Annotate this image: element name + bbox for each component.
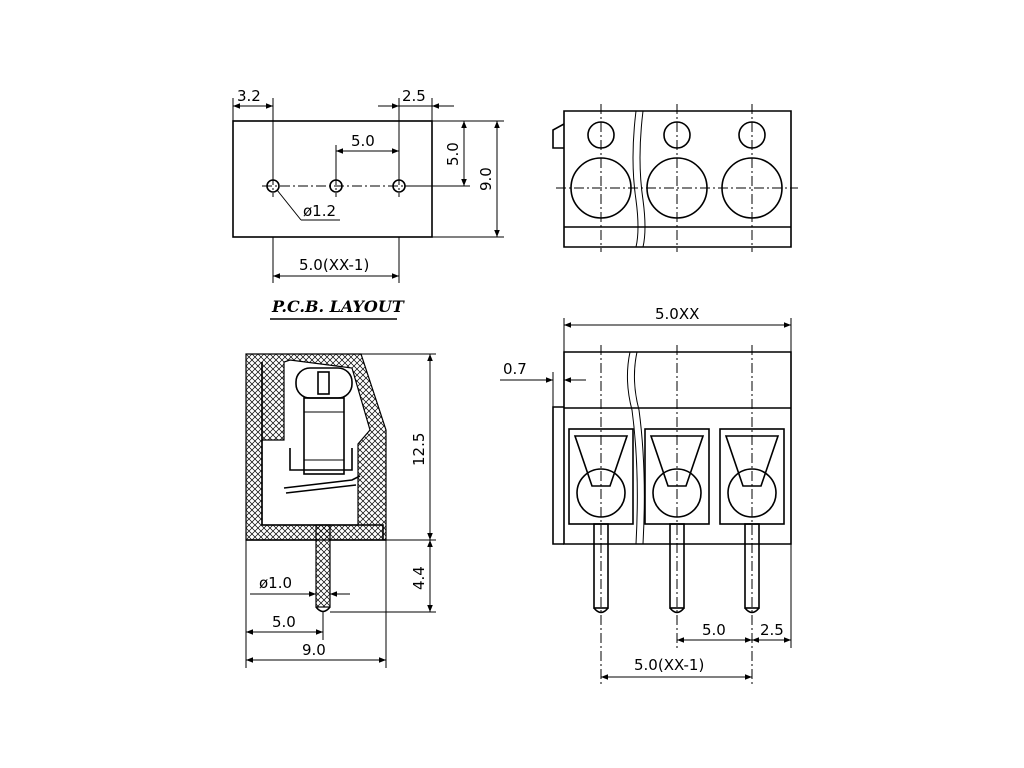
pcb-dim-pitch: 5.0 [351,132,375,150]
side-pin [315,524,331,608]
pcb-dim-hole-dia: ø1.2 [303,202,336,220]
front-view: 5.0XX 0.7 5.0 2.5 5.0(XX-1) [500,305,792,684]
top-view [552,104,798,252]
front-dim-span: 5.0(XX-1) [634,656,704,674]
pcb-outline [232,120,433,238]
pcb-dim-span: 5.0(XX-1) [299,256,369,274]
pcb-dim-edge: 3.2 [237,87,261,105]
side-dim-pin-offset: 5.0 [272,613,296,631]
front-dim-total: 5.0XX [655,305,699,323]
front-dim-pitch: 5.0 [702,621,726,639]
side-screw-body [303,397,345,475]
side-dim-depth: 9.0 [302,641,326,659]
side-view: 12.5 4.4 ø1.0 5.0 9.0 [245,353,436,668]
pcb-layout-view: 3.2 2.5 5.0 5.0 9.0 ø1.2 5.0(XX-1) P.C.B… [232,87,504,320]
front-dim-edge: 2.5 [760,621,784,639]
front-dim-step: 0.7 [503,360,527,378]
side-dim-pin-length: 4.4 [410,566,428,590]
pcb-dim-edge-right: 2.5 [402,87,426,105]
side-dim-pin-dia: ø1.0 [259,574,292,592]
side-housing-section [245,353,387,541]
front-terminal-2 [644,428,710,614]
pcb-layout-title: P.C.B. LAYOUT [271,297,405,316]
pcb-dim-depth: 9.0 [477,167,495,191]
side-dim-height: 12.5 [410,433,428,466]
pcb-dim-hole-row: 5.0 [444,142,462,166]
